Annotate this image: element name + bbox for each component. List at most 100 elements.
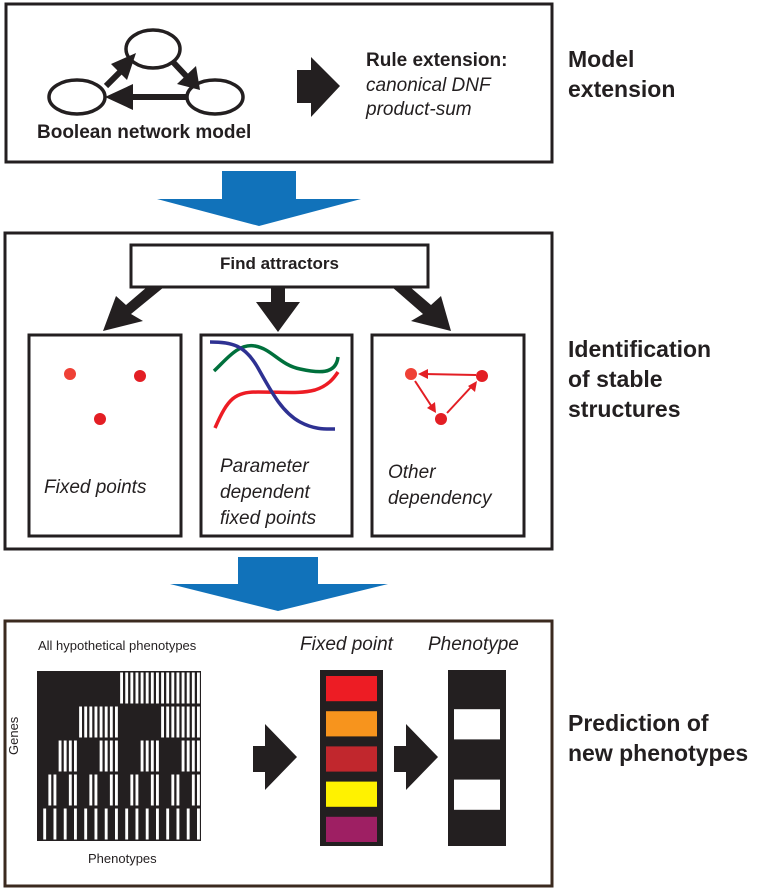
stage-label-model-extension: Model extension bbox=[568, 44, 675, 104]
matrix-cell-on bbox=[120, 672, 123, 704]
matrix-cell-on bbox=[94, 774, 98, 806]
matrix-cell-on bbox=[161, 672, 164, 704]
parameter-dependent-caption: Parameter dependent fixed points bbox=[220, 454, 316, 532]
matrix-cell-on bbox=[171, 774, 175, 806]
matrix-cell-on bbox=[58, 740, 62, 772]
matrix-cell-on bbox=[176, 672, 180, 704]
matrix-cell-on bbox=[48, 774, 52, 806]
phenotype-gene-on bbox=[454, 709, 500, 740]
matrix-cell-on bbox=[156, 808, 159, 840]
matrix-cell-on bbox=[150, 774, 154, 806]
caption-line: Other bbox=[388, 462, 436, 483]
matrix-cell-on bbox=[197, 672, 200, 704]
fixed-point-gene-value bbox=[326, 676, 377, 702]
matrix-cell-on bbox=[197, 706, 200, 738]
caption-line: Fixed points bbox=[44, 477, 147, 498]
matrix-cell-on bbox=[156, 774, 159, 806]
matrix-background bbox=[37, 671, 201, 841]
matrix-cell-on bbox=[74, 774, 77, 806]
matrix-cell-on bbox=[145, 740, 149, 772]
matrix-cell-on bbox=[191, 672, 195, 704]
stage-label-line: extension bbox=[568, 76, 676, 102]
matrix-cell-on bbox=[135, 808, 139, 840]
stage-label-line: Prediction of bbox=[568, 710, 709, 736]
fixed-point-title: Fixed point bbox=[300, 634, 393, 655]
matrix-cell-on bbox=[104, 808, 108, 840]
caption-line: dependent bbox=[220, 482, 310, 503]
matrix-cell-on bbox=[181, 740, 185, 772]
matrix-cell-on bbox=[89, 774, 93, 806]
phenotype-column bbox=[448, 670, 506, 846]
other-dependency-caption: Other dependency bbox=[388, 460, 492, 512]
matrix-cell-on bbox=[186, 808, 190, 840]
matrix-cell-on bbox=[130, 672, 134, 704]
cycle-edge bbox=[414, 380, 433, 408]
rule-extension-title: Rule extension: bbox=[366, 50, 508, 71]
fixed-point-gene-value bbox=[326, 746, 377, 772]
network-arrowhead-top-right bbox=[177, 66, 200, 90]
matrix-ylabel: Genes bbox=[6, 716, 21, 755]
cycle-arrowhead bbox=[427, 402, 436, 413]
cycle-edge bbox=[423, 373, 477, 376]
branch-arrow-middle bbox=[256, 288, 300, 332]
cycle-arrowhead bbox=[418, 369, 428, 379]
matrix-cell-on bbox=[191, 740, 195, 772]
phenotype-gene-on bbox=[454, 779, 500, 810]
matrix-cell-on bbox=[104, 706, 108, 738]
cycle-node bbox=[476, 370, 488, 382]
flow-arrow-1 bbox=[157, 171, 361, 226]
matrix-cell-on bbox=[161, 706, 164, 738]
matrix-cell-on bbox=[166, 672, 170, 704]
matrix-cell-on bbox=[197, 808, 200, 840]
matrix-cell-on bbox=[74, 808, 77, 840]
matrix-cell-on bbox=[130, 774, 134, 806]
fixed-point-gene-value bbox=[326, 781, 377, 807]
flow-arrow-2 bbox=[170, 557, 388, 611]
curve-red bbox=[213, 371, 340, 429]
matrix-cell-on bbox=[63, 740, 67, 772]
fixed-point-dot bbox=[134, 370, 146, 382]
branch-arrow-left bbox=[103, 287, 164, 331]
fixed-point-dot bbox=[64, 368, 76, 380]
caption-line: fixed points bbox=[220, 508, 317, 529]
matrix-cell-on bbox=[115, 740, 118, 772]
matrix-cell-on bbox=[156, 672, 159, 704]
caption-line: Parameter bbox=[220, 456, 309, 477]
matrix-cell-on bbox=[140, 672, 144, 704]
matrix-cell-on bbox=[156, 740, 159, 772]
matrix-cell-on bbox=[176, 808, 180, 840]
matrix-cell-on bbox=[89, 706, 93, 738]
matrix-cell-on bbox=[99, 740, 103, 772]
matrix-cell-on bbox=[74, 740, 77, 772]
fixed-points-panel bbox=[27, 333, 183, 538]
matrix-cell-on bbox=[181, 706, 185, 738]
fixed-point-dot bbox=[94, 413, 106, 425]
matrix-cell-on bbox=[197, 740, 200, 772]
matrix-cell-on bbox=[171, 706, 175, 738]
network-edge-left-top bbox=[103, 69, 123, 89]
matrix-cell-on bbox=[109, 774, 113, 806]
matrix-cell-on bbox=[186, 706, 190, 738]
branch-arrows bbox=[103, 287, 451, 332]
matrix-cell-on bbox=[53, 774, 57, 806]
network-edges bbox=[103, 53, 200, 110]
matrix-cell-on bbox=[68, 774, 72, 806]
stage-label-line: of stable bbox=[568, 366, 663, 392]
cycle-arrowhead bbox=[468, 381, 477, 392]
other-dependency-panel bbox=[370, 333, 526, 538]
rule-line: product-sum bbox=[366, 99, 472, 120]
network-arrowhead-left-top bbox=[111, 53, 136, 80]
find-attractors-label: Find attractors bbox=[219, 254, 340, 273]
matrix-cell-on bbox=[171, 672, 175, 704]
phenotype-title: Phenotype bbox=[428, 634, 519, 655]
matrix-cell-on bbox=[150, 672, 154, 704]
matrix-cell-on bbox=[186, 672, 190, 704]
network-edge-top-right bbox=[170, 59, 191, 81]
matrix-cell-on bbox=[53, 808, 57, 840]
matrix-to-fixed-point-arrow bbox=[253, 724, 297, 790]
matrix-cell-on bbox=[94, 808, 98, 840]
network-node-top bbox=[124, 28, 182, 70]
curve-blue bbox=[209, 340, 336, 431]
matrix-cell-on bbox=[115, 808, 118, 840]
matrix-title: All hypothetical phenotypes bbox=[38, 638, 197, 653]
